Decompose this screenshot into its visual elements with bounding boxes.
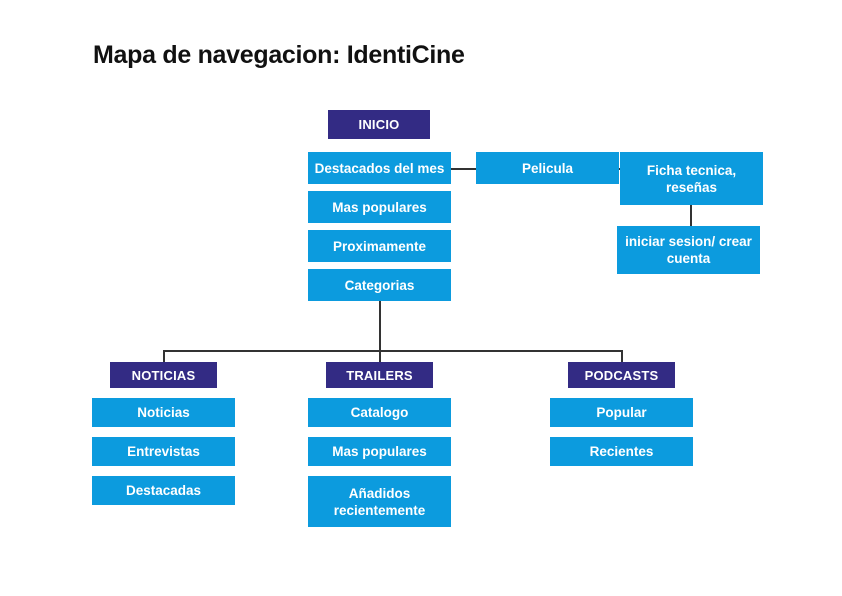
connector-ficha-to-login (690, 205, 692, 228)
node-proximamente[interactable]: Proximamente (308, 230, 451, 262)
connector-bus-to-trailers (379, 350, 381, 363)
node-noticias-entrevistas[interactable]: Entrevistas (92, 437, 235, 466)
node-noticias-noticias[interactable]: Noticias (92, 398, 235, 427)
node-categorias[interactable]: Categorias (308, 269, 451, 301)
node-trailers-catalogo[interactable]: Catalogo (308, 398, 451, 427)
node-podcasts-popular[interactable]: Popular (550, 398, 693, 427)
node-mas-populares-inicio[interactable]: Mas populares (308, 191, 451, 223)
node-inicio[interactable]: INICIO (328, 110, 430, 139)
node-iniciar-sesion-crear-cuenta[interactable]: iniciar sesion/ crear cuenta (617, 226, 760, 274)
node-destacados-del-mes[interactable]: Destacados del mes (308, 152, 451, 184)
node-pelicula[interactable]: Pelicula (476, 152, 619, 184)
node-section-header-trailers[interactable]: TRAILERS (326, 362, 433, 388)
connector-destacados-to-pelicula (450, 168, 476, 170)
connector-bus-to-noticias (163, 350, 165, 363)
node-noticias-destacadas[interactable]: Destacadas (92, 476, 235, 505)
node-trailers-anadidos-recientemente[interactable]: Añadidos recientemente (308, 476, 451, 527)
connector-bottom-bus (163, 350, 622, 352)
node-section-header-podcasts[interactable]: PODCASTS (568, 362, 675, 388)
node-podcasts-recientes[interactable]: Recientes (550, 437, 693, 466)
node-ficha-tecnica-resenas[interactable]: Ficha tecnica, reseñas (620, 152, 763, 205)
page-title: Mapa de navegacion: IdentiCine (93, 41, 465, 69)
connector-categorias-down (379, 301, 381, 351)
node-section-header-noticias[interactable]: NOTICIAS (110, 362, 217, 388)
connector-bus-to-podcasts (621, 350, 623, 363)
node-trailers-mas-populares[interactable]: Mas populares (308, 437, 451, 466)
